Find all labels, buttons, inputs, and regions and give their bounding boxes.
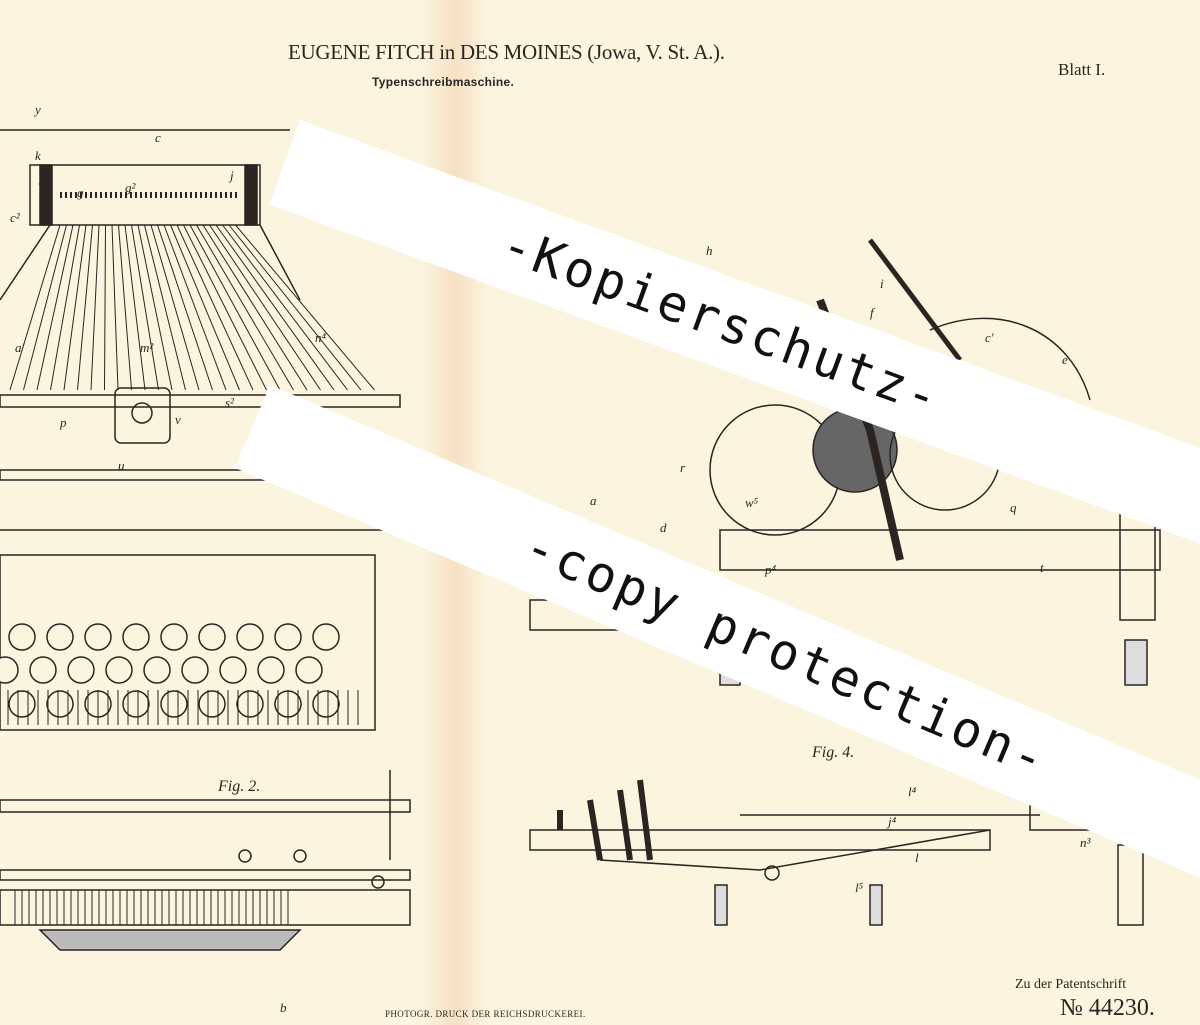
key-button (84, 623, 112, 651)
part-label: j⁴ (888, 814, 897, 829)
part-label: w⁵ (745, 495, 759, 510)
part-label: r (680, 460, 686, 475)
key-button (236, 690, 264, 718)
type-bar (157, 224, 213, 391)
part-label: m² (140, 340, 154, 355)
part-label: c² (10, 210, 20, 225)
type-bar (118, 224, 132, 391)
part-label: q (1010, 500, 1017, 515)
type-bar (23, 224, 67, 391)
part-label: p⁴ (765, 562, 777, 577)
type-bar (124, 224, 146, 391)
key-button (46, 690, 74, 718)
type-bar (104, 224, 106, 391)
type-bar (131, 224, 159, 391)
key-button (105, 656, 133, 684)
type-bar (63, 224, 87, 391)
key-button (295, 656, 323, 684)
fig2-side-view (0, 770, 411, 951)
type-bar (50, 224, 80, 391)
sheet-number: Blatt I. (1058, 60, 1106, 79)
key-button (67, 656, 95, 684)
type-bar (176, 224, 254, 391)
fig1-keyboard (0, 554, 376, 731)
type-bar (150, 224, 200, 391)
key-button (236, 623, 264, 651)
type-bar (137, 224, 173, 391)
part-label: i (880, 276, 884, 291)
fig1-type-basket (0, 129, 401, 531)
type-bar (235, 224, 375, 391)
key-button (219, 656, 247, 684)
inventor-line: EUGENE FITCH in DES MOINES (Jowa, V. St.… (288, 40, 725, 64)
key-button (8, 623, 36, 651)
type-bar (215, 224, 335, 391)
part-label: l (915, 850, 919, 865)
part-label: p (60, 415, 67, 430)
part-label: v (175, 412, 181, 427)
part-label: c (155, 130, 161, 145)
type-bar (196, 224, 294, 391)
type-bar (90, 224, 100, 391)
part-label: y (35, 102, 41, 117)
part-label: n³ (1080, 835, 1091, 850)
key-button (312, 690, 340, 718)
type-bar (189, 224, 281, 391)
part-label: g (77, 185, 84, 200)
type-bar (36, 224, 74, 391)
part-label: g² (125, 180, 136, 195)
type-bar (183, 224, 267, 391)
part-label: j² (40, 170, 48, 185)
part-label: u (118, 458, 125, 473)
part-label: n⁴ (315, 330, 327, 345)
type-bar (9, 224, 61, 391)
key-button (198, 623, 226, 651)
key-button (274, 623, 302, 651)
type-bar (170, 224, 240, 391)
type-bar (228, 224, 362, 391)
part-label: l⁴ (908, 784, 917, 799)
figure-label-2: Fig. 2. (218, 778, 261, 795)
key-button (312, 623, 340, 651)
patent-number: № 44230. (1060, 995, 1155, 1021)
patent-title: Typenschreibmaschine. (372, 75, 515, 89)
key-button (29, 656, 57, 684)
key-button (0, 656, 19, 684)
part-label: k (35, 148, 41, 163)
key-button (143, 656, 171, 684)
key-button (8, 690, 36, 718)
key-button (46, 623, 74, 651)
part-label: a (590, 493, 597, 508)
key-button (181, 656, 209, 684)
key-button (160, 690, 188, 718)
figure-label-4: Fig. 4. (812, 744, 855, 761)
part-label: l⁵ (855, 880, 864, 895)
patent-reference: Zu der Patentschrift (1015, 977, 1127, 992)
part-label: c' (985, 330, 994, 345)
part-label: h (706, 243, 713, 258)
part-label: b (280, 1000, 287, 1015)
type-bar (202, 224, 308, 391)
type-bar (144, 224, 186, 391)
part-label: s² (225, 395, 234, 410)
type-bar (77, 224, 93, 391)
key-button (160, 623, 188, 651)
part-label: t (1040, 560, 1044, 575)
part-label: f (870, 305, 874, 320)
part-label: j (230, 168, 234, 183)
key-button (122, 690, 150, 718)
type-bar (111, 224, 119, 391)
key-button (122, 623, 150, 651)
type-bar (163, 224, 227, 391)
part-label: e (1062, 352, 1068, 367)
printer-credit: PHOTOGR. DRUCK DER REICHSDRUCKEREI. (385, 1009, 586, 1019)
part-label: d (660, 520, 667, 535)
type-bar (222, 224, 348, 391)
part-label: a' (15, 340, 25, 355)
type-bar (209, 224, 321, 391)
key-button (257, 656, 285, 684)
key-button (198, 690, 226, 718)
